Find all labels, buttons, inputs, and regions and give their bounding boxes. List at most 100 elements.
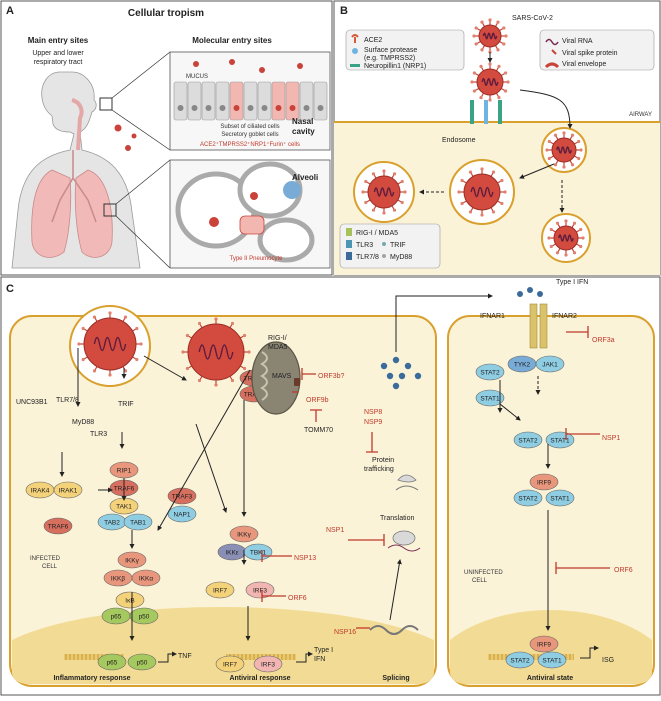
sars-cov-2-label: SARS-CoV-2 (512, 15, 553, 22)
epithelial-cell (243, 81, 258, 121)
nasal-label: Nasal (292, 117, 313, 126)
uninfected-label-2: CELL (472, 578, 488, 584)
trif-label-c: TRIF (118, 401, 134, 408)
protein-label-tak1: TAK1 (116, 503, 132, 510)
mda5-label-c: MDA5 (268, 344, 288, 351)
protein-irak1 (53, 481, 83, 499)
protein-irf7 (215, 655, 245, 673)
orf3b-label: ORF3b? (318, 373, 345, 380)
protein-irf9 (529, 473, 559, 491)
protein-stat1 (545, 489, 575, 507)
legend-protease-2: (e.g. TMPRSS2) (364, 55, 415, 62)
antiviral-response-label: Antiviral response (229, 675, 290, 682)
type1-ifn-label: Type I IFN (556, 279, 588, 286)
virion-dot (297, 63, 303, 69)
membrane-receptor (470, 100, 474, 124)
type1-label: Type I (314, 647, 333, 654)
resp-tract-label: respiratory tract (34, 59, 83, 66)
cell-nucleus (191, 105, 198, 111)
orf3a-label: ORF3a (592, 337, 615, 344)
upper-lower-label: Upper and lower (32, 50, 84, 57)
protein-stat1 (537, 651, 567, 669)
protein-label-stat1: STAT1 (480, 395, 500, 402)
alveoli-zoom-box (103, 203, 117, 217)
alveolar-sacs (175, 161, 315, 263)
virion-c-cytosol (181, 317, 251, 387)
protein-label-tyk2: TYK2 (514, 361, 531, 368)
infected-cell (9, 315, 437, 687)
protein-irf3 (253, 655, 283, 673)
protein-irf7 (205, 581, 235, 599)
infected-label-2: CELL (42, 564, 58, 570)
type2-pneumocyte-label: Type II Pneumocyte (229, 256, 283, 262)
cell-nucleus (317, 105, 324, 111)
unc93b1-label: UNC93B1 (16, 399, 48, 406)
legend-ace2: ACE2 (364, 37, 382, 44)
tnf-label: TNF (178, 653, 192, 660)
legend-nrp1: Neuropillin1 (NRP1) (364, 63, 426, 70)
virion-free (472, 18, 508, 54)
virion-binding (470, 62, 510, 102)
cell-nucleus (261, 105, 268, 111)
cell-nucleus (303, 105, 310, 111)
mitochondrion (251, 341, 301, 415)
legend-trif: TRIF (390, 242, 406, 249)
orf6-uninfected-label: ORF6 (614, 567, 633, 574)
epithelial-cell (229, 81, 244, 121)
alveoli-label: Alveoli (292, 173, 318, 182)
pathway-arrows (59, 348, 599, 663)
protein-label-jak1: JAK1 (542, 361, 558, 368)
virion-endosome-bottom (547, 219, 585, 257)
myd88-label-c: MyD88 (72, 419, 94, 426)
cell-nucleus (275, 105, 282, 111)
protein-trafficking-organelle (395, 474, 419, 491)
protein-stat1 (545, 431, 575, 449)
type2-pneumocyte-cell (239, 215, 265, 235)
virion-endosome-left (361, 169, 407, 215)
protein-label-ikkg: IKKγ (125, 557, 139, 564)
protein-label-tbk1: TBK1 (250, 549, 267, 556)
membrane-receptor (484, 100, 488, 124)
endosome-label: Endosome (442, 137, 476, 144)
protein-label-stat2: STAT2 (518, 495, 538, 502)
rig-label-c: RIG-I/ (268, 335, 287, 342)
protein-stat2 (513, 489, 543, 507)
envelope-icon (544, 62, 560, 69)
protein-p50 (129, 607, 159, 625)
legend-spike: Viral spike protein (562, 50, 618, 57)
nsp8-label: NSP8 (364, 409, 382, 416)
protein-label-p65: p65 (107, 659, 118, 666)
cell-nucleus (289, 105, 296, 111)
panel-c-virions (69, 305, 251, 387)
human-silhouette (11, 51, 171, 269)
panel-a-title: Cellular tropism (128, 8, 204, 19)
trif-icon (382, 242, 386, 246)
protein-tab1 (123, 513, 153, 531)
tlr3-label-c: TLR3 (90, 431, 107, 438)
rig-i-icon (346, 228, 352, 236)
mucus-label: MUCUS (186, 74, 208, 80)
epithelial-cell (271, 81, 286, 121)
protein-label-stat1: STAT1 (550, 437, 570, 444)
protein-label-p50: p50 (139, 613, 150, 620)
protein-label-stat1: STAT1 (542, 657, 562, 664)
protein-label-nap1: NAP1 (174, 511, 191, 518)
protein-label-tab1: TAB1 (130, 519, 146, 526)
protein-traf6 (43, 517, 73, 535)
legend-virus (539, 29, 655, 71)
ace2-icon (351, 34, 359, 43)
subset-ciliated-label: Subset of ciliated cells (220, 124, 279, 130)
legend-sensors (339, 223, 441, 269)
tomm70-label: TOMM70 (304, 427, 333, 434)
nsp1-infected-label: NSP1 (326, 527, 344, 534)
ace2-cells-label: ACE2⁺TMPRSS2⁺NRP1⁺Furin⁺ cells (200, 141, 300, 148)
legend-myd88: MyD88 (390, 254, 412, 261)
epithelial-cell (299, 81, 314, 121)
protein-ikkg (229, 525, 259, 543)
protein-nap1 (167, 505, 197, 523)
protein-label-stat1: STAT1 (550, 495, 570, 502)
orf9b-label: ORF9b (306, 397, 329, 404)
protein-label-ikkg: IKKγ (237, 531, 251, 538)
epithelial-cell (187, 81, 202, 121)
